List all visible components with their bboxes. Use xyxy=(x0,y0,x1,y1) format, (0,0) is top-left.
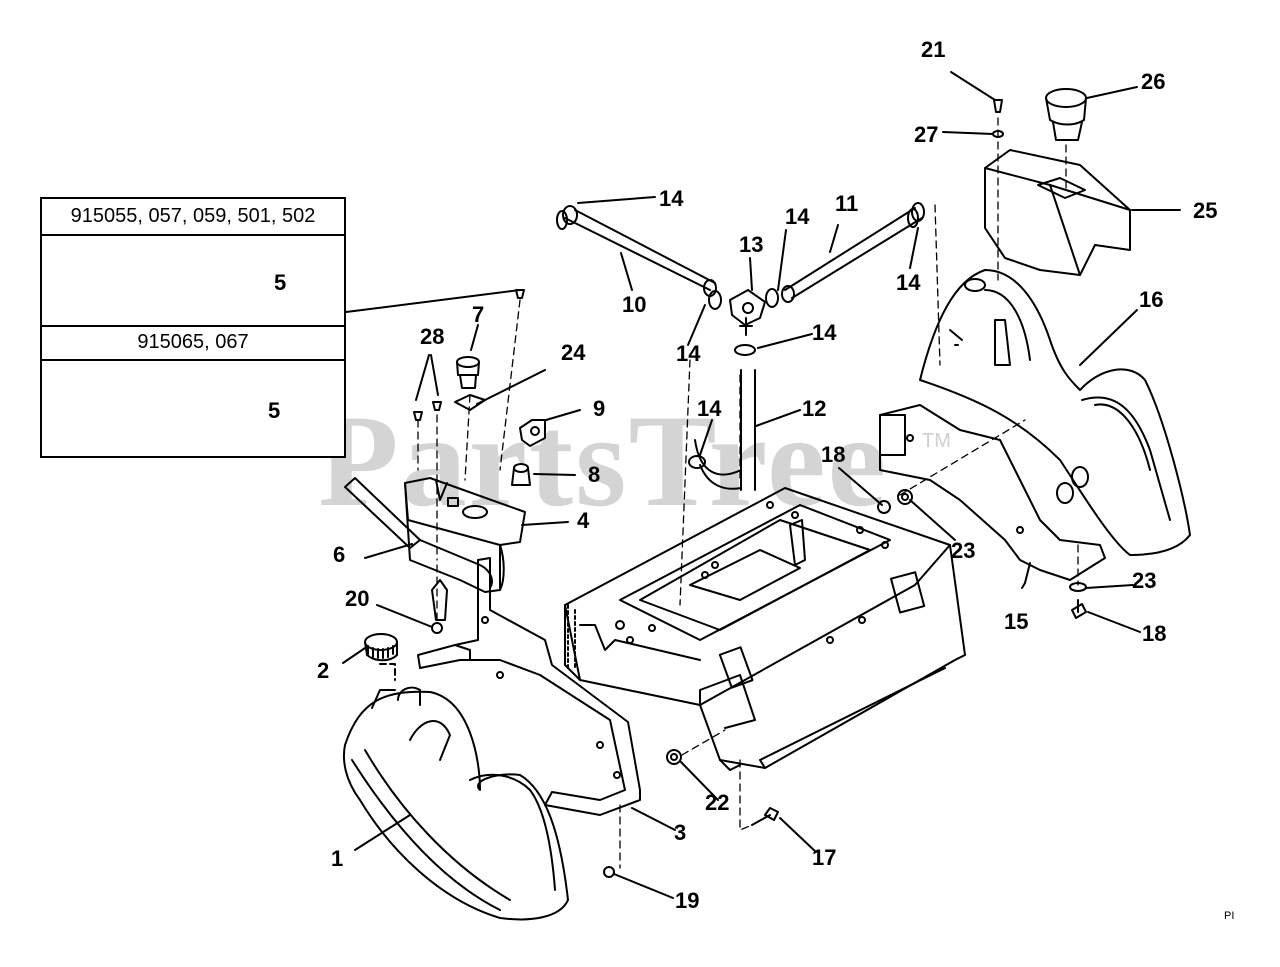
part-19-nut xyxy=(603,866,615,878)
callout-4: 4 xyxy=(577,508,590,533)
part-8-grommet xyxy=(511,463,531,486)
callout-14-e: 14 xyxy=(697,396,722,421)
callout-15: 15 xyxy=(1004,609,1029,634)
assembly-lines xyxy=(417,117,1079,869)
part-16-right-fender xyxy=(919,269,1191,556)
callout-14-a: 14 xyxy=(659,186,684,211)
callout-10: 10 xyxy=(622,292,647,317)
callout-14-f: 14 xyxy=(896,270,921,295)
callout-5-variant-a: 5 xyxy=(274,270,287,295)
callout-16: 16 xyxy=(1139,287,1164,312)
watermark: PartsTree xyxy=(318,387,889,534)
part-11-tube xyxy=(781,202,925,303)
part-26-cap xyxy=(1045,88,1087,141)
callout-26: 26 xyxy=(1141,69,1166,94)
callout-11: 11 xyxy=(835,191,859,216)
part-14-clamps xyxy=(556,208,919,469)
callout-8: 8 xyxy=(588,462,601,487)
part-28-screws xyxy=(413,289,525,421)
callout-23-a: 23 xyxy=(951,538,976,563)
part-7-switch xyxy=(456,356,480,389)
callout-18-a: 18 xyxy=(821,442,846,467)
part-21-screw xyxy=(993,99,1003,113)
callout-27: 27 xyxy=(914,122,939,147)
part-12-tube xyxy=(694,369,756,491)
part-25-cover xyxy=(984,149,1131,276)
callout-22: 22 xyxy=(705,790,730,815)
callout-25: 25 xyxy=(1193,198,1218,223)
callout-12: 12 xyxy=(802,396,827,421)
callout-14-c: 14 xyxy=(676,341,701,366)
part-9-bracket xyxy=(519,419,546,447)
callout-6: 6 xyxy=(333,542,346,567)
callout-13: 13 xyxy=(739,232,764,257)
callout-14-b: 14 xyxy=(785,204,810,229)
callout-5-variant-b: 5 xyxy=(268,398,281,423)
callout-20: 20 xyxy=(345,586,370,611)
inset-models-a: 915055, 057, 059, 501, 502 xyxy=(70,205,316,227)
callout-19: 19 xyxy=(675,888,700,913)
part-4-dash-panel xyxy=(404,477,526,593)
callout-18-b: 18 xyxy=(1142,621,1167,646)
inset-body-row-a xyxy=(42,236,344,327)
part-18-bolts xyxy=(877,500,1087,619)
callout-28: 28 xyxy=(420,324,445,349)
callout-24: 24 xyxy=(561,340,586,365)
callout-21: 21 xyxy=(921,37,946,62)
inset-header-row-a: 915055, 057, 059, 501, 502 xyxy=(42,199,344,236)
part-10-tube xyxy=(562,205,717,297)
callout-17: 17 xyxy=(812,845,837,870)
watermark-tm: TM xyxy=(922,430,951,452)
part-3-left-side-panel xyxy=(417,557,641,816)
part-22-washer xyxy=(666,749,682,765)
part-6-lever xyxy=(344,477,421,549)
part-15-right-side-panel xyxy=(879,404,1106,581)
callout-7: 7 xyxy=(472,302,485,327)
part-1-left-fender xyxy=(342,686,569,921)
part-17-bolt xyxy=(751,807,779,826)
callout-2: 2 xyxy=(317,658,330,683)
callout-1: 1 xyxy=(331,846,344,871)
part-20-bolt xyxy=(431,579,448,634)
main-frame xyxy=(564,487,966,771)
model-variant-inset: 915055, 057, 059, 501, 502 915065, 067 xyxy=(40,197,346,458)
part-2-fuel-cap xyxy=(364,633,398,681)
callout-14-d: 14 xyxy=(812,320,837,345)
corner-code: PI xyxy=(1224,910,1235,922)
callout-23-b: 23 xyxy=(1132,568,1157,593)
part-13-tee xyxy=(729,289,766,336)
leader-lines xyxy=(195,71,1181,899)
callout-3: 3 xyxy=(674,820,687,845)
callout-9: 9 xyxy=(593,396,606,421)
inset-header-row-b: 915065, 067 xyxy=(42,327,344,361)
inset-models-b: 915065, 067 xyxy=(137,331,249,353)
